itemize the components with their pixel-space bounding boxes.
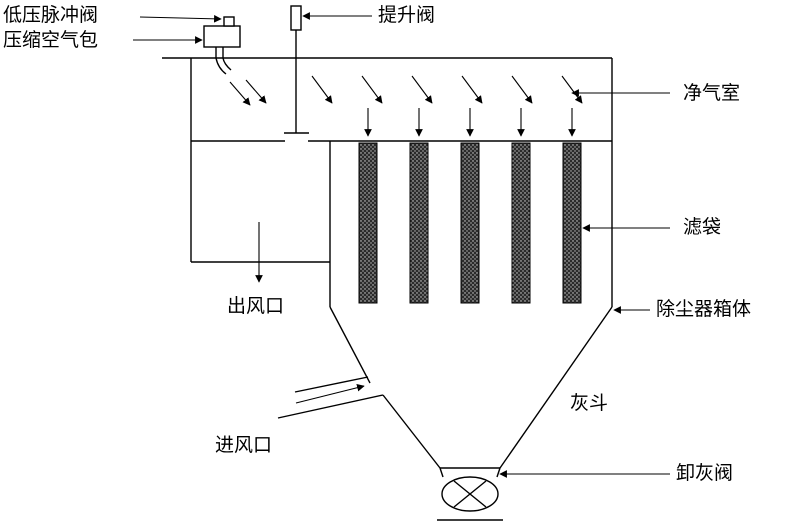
- filter-bag: [358, 142, 378, 304]
- flow-arrow: [245, 79, 267, 104]
- leader-arrows: [133, 12, 670, 478]
- compressed-air-tank: [203, 25, 241, 48]
- label-ash-hopper: 灰斗: [570, 392, 609, 414]
- flow-arrow: [461, 75, 483, 104]
- hopper-left-lower: [382, 394, 441, 469]
- hopper-right: [499, 306, 613, 469]
- valve-top-left: [439, 467, 444, 478]
- label-dust-collector-box: 除尘器箱体: [656, 298, 752, 320]
- inlet-flow-arrow: [295, 383, 365, 404]
- flow-arrow: [511, 75, 533, 104]
- label-outlet: 出风口: [227, 295, 285, 317]
- filter-bag: [460, 142, 480, 304]
- lift-valve: [290, 5, 302, 31]
- pulse-valve: [223, 16, 235, 27]
- filter-bag: [409, 142, 429, 304]
- filter-bag: [562, 142, 582, 304]
- discharge-valve: [441, 476, 499, 512]
- hopper-left-upper: [329, 306, 371, 384]
- flow-arrow: [229, 81, 251, 106]
- blow-pipe: [215, 47, 227, 75]
- label-compressed-air-tank: 压缩空气包: [3, 29, 99, 51]
- filter-bags: [358, 142, 582, 304]
- valve-top-right: [496, 467, 501, 478]
- flow-arrow: [561, 75, 583, 104]
- filter-bag: [511, 142, 531, 304]
- valve-cross-b: [453, 480, 487, 508]
- label-filter-bag: 滤袋: [683, 216, 722, 238]
- flow-arrow: [311, 75, 333, 104]
- flow-arrow: [361, 75, 383, 104]
- label-lift-valve: 提升阀: [378, 4, 436, 26]
- blow-pipe-inner: [222, 47, 232, 71]
- inlet-duct-lower: [277, 394, 384, 419]
- flow-arrow: [411, 75, 433, 104]
- label-clean-air-chamber: 净气室: [683, 82, 741, 104]
- label-low-pressure-pulse-valve: 低压脉冲阀: [3, 4, 99, 26]
- label-inlet: 进风口: [215, 434, 273, 456]
- label-discharge-valve: 卸灰阀: [676, 462, 734, 484]
- leader-pulse-valve: [139, 14, 222, 23]
- inlet-duct-upper: [294, 376, 369, 393]
